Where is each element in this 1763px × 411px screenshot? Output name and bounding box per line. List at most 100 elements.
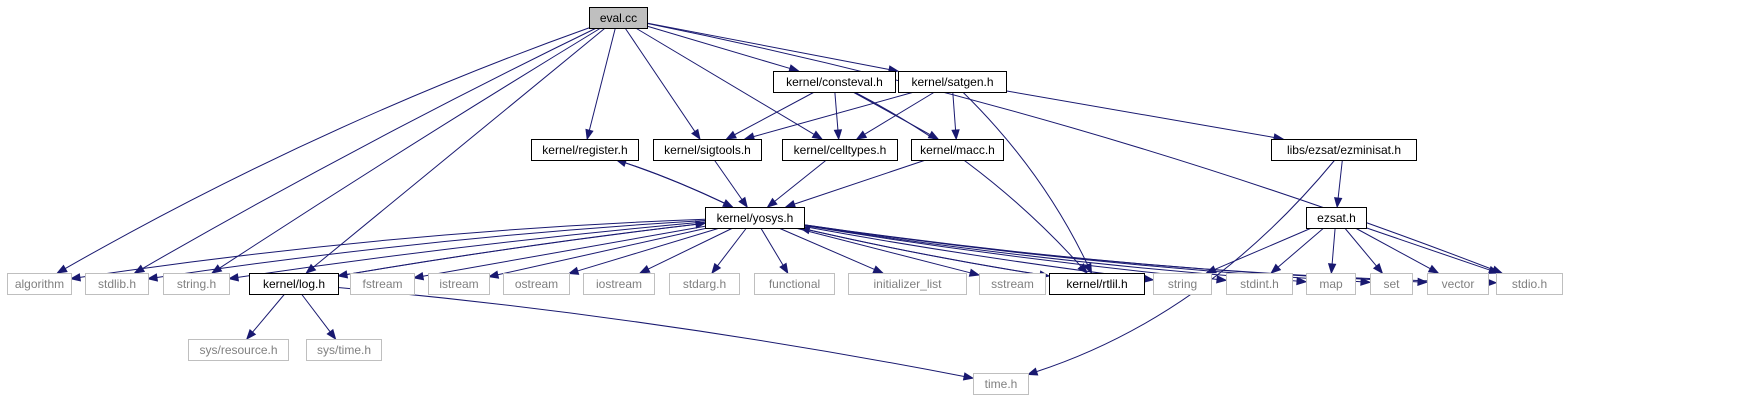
node-label: libs/ezsat/ezminisat.h [1287,143,1401,157]
node-label: vector [1442,277,1475,291]
node-label: string.h [177,277,216,291]
node-register-h[interactable]: kernel/register.h [531,139,639,161]
edge-line [794,159,926,205]
arrowhead [1487,265,1500,274]
edge-eval_cc-to-algorithm [56,27,590,274]
edge-line [577,227,720,272]
edge-ezminisat_h-to-ezsat_h [1333,159,1343,209]
node-stdint-h: stdint.h [1226,273,1293,295]
edge-eval_cc-to-celltypes_h [635,27,824,140]
edge-log_h-to-time_h [337,287,975,381]
arrowhead [784,199,797,208]
arrowhead [927,130,940,140]
node-sys-resource-h: sys/resource.h [188,339,289,361]
edge-line [1005,90,1275,138]
node-box [163,273,230,295]
arrowhead [1360,277,1372,286]
node-box [249,273,339,295]
node-label: kernel/yosys.h [717,211,794,225]
arrowhead [855,130,868,140]
edge-satgen_h-to-ezminisat_h [1005,90,1285,142]
arrowhead [585,128,594,141]
node-sigtools-h[interactable]: kernel/sigtools.h [653,139,762,161]
node-box [583,273,655,295]
edge-line [1277,227,1325,268]
edge-line [753,91,915,138]
edge-satgen_h-to-celltypes_h [855,91,935,140]
edge-line [625,162,733,208]
arrowhead [711,262,722,275]
node-satgen-h[interactable]: kernel/satgen.h [898,71,1007,93]
edge-consteval_h-to-celltypes_h [833,91,843,141]
arrowhead [227,273,240,282]
node-label: stdio.h [1512,277,1547,291]
arrowhead [56,264,68,274]
node-macc-h[interactable]: kernel/macc.h [911,139,1004,161]
node-ezminisat-h[interactable]: libs/ezsat/ezminisat.h [1271,139,1417,161]
edge-yosys_h-to-ostream [567,227,720,275]
arrowhead [962,372,975,381]
arrowhead [968,268,981,277]
node-label: kernel/sigtools.h [664,143,751,157]
node-box [1049,273,1145,295]
arrowhead [766,197,778,208]
node-label: iostream [596,277,642,291]
edge-line [156,219,706,279]
node-box [188,339,289,361]
edge-macc_h-to-yosys_h [784,159,926,208]
node-rtlil-h[interactable]: kernel/rtlil.h [1049,273,1145,295]
node-consteval-h[interactable]: kernel/consteval.h [773,71,896,93]
edge-yosys_h-to-functional [760,227,789,275]
arrowhead [695,220,707,229]
arrowhead [245,329,257,341]
edge-ezsat_h-to-set [1344,227,1384,275]
node-label: ostream [515,277,558,291]
node-yosys-h[interactable]: kernel/yosys.h [705,207,805,229]
edge-line [1344,227,1377,267]
edge-ezsat_h-to-stdio_h [1365,227,1500,274]
edge-ezsat_h-to-vector [1355,227,1440,274]
arrowhead [725,130,737,140]
edge-line [713,159,743,200]
node-box [754,273,835,295]
node-box [1306,273,1356,295]
edge-yosys_h-to-istream [487,227,708,279]
node-box [973,373,1029,395]
edge-line [142,27,597,269]
arrowhead [326,328,337,341]
edge-line [422,225,706,277]
arrowhead [1327,263,1337,275]
edge-ezsat_h-to-stdint_h [1270,227,1325,274]
node-box [503,273,570,295]
node-string: string [1153,273,1212,295]
node-initializer-list: initializer_list [848,273,967,295]
node-ezsat-h[interactable]: ezsat.h [1306,207,1367,229]
edge-line [734,91,815,136]
edge-line [760,227,784,266]
node-label: sys/resource.h [199,343,277,357]
edge-line [616,159,725,204]
node-fstream: fstream [350,273,415,295]
arrowhead [567,266,580,275]
edge-line [809,229,1050,277]
node-label: stdint.h [1240,277,1279,291]
node-log-h[interactable]: kernel/log.h [249,273,339,295]
node-box [7,273,72,295]
arrowhead [811,130,824,140]
node-label: kernel/satgen.h [911,75,993,89]
node-label: istream [439,277,478,291]
node-celltypes-h[interactable]: kernel/celltypes.h [782,139,898,161]
edge-line [852,91,931,136]
edge-line [648,227,734,270]
edge-line [588,27,616,131]
node-label: sstream [991,277,1034,291]
node-box [653,139,762,161]
edge-line [497,227,708,276]
arrowhead [951,129,960,141]
arrowhead [487,270,500,279]
edge-eval_cc-to-consteval_h [646,25,800,73]
node-box [1271,139,1417,161]
node-box [306,339,382,361]
node-label: map [1319,277,1343,291]
node-label: kernel/macc.h [920,143,995,157]
